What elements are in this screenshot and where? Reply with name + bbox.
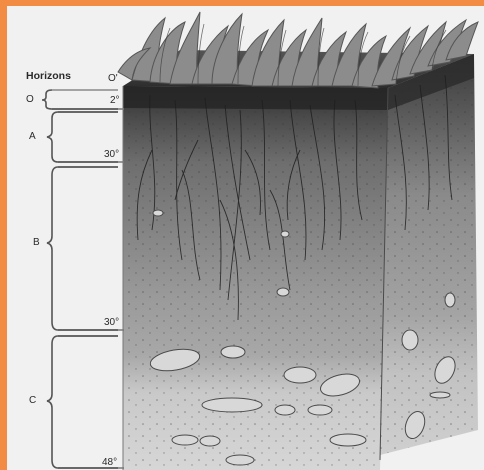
depth-o-top: O' xyxy=(108,74,118,84)
horizon-b-label: B xyxy=(33,238,40,248)
depth-b-bottom: 30° xyxy=(104,318,119,328)
horizons-title: Horizons xyxy=(26,71,71,82)
depth-a-bottom: 30° xyxy=(104,150,119,160)
organic-layer-band xyxy=(123,86,388,110)
depth-o-bottom: 2° xyxy=(110,96,120,106)
horizon-o-label: O xyxy=(26,95,34,105)
horizon-a-label: A xyxy=(29,132,36,142)
horizon-brackets xyxy=(42,90,118,468)
horizon-c-label: C xyxy=(29,396,36,406)
depth-c-bottom: 48° xyxy=(102,458,117,468)
